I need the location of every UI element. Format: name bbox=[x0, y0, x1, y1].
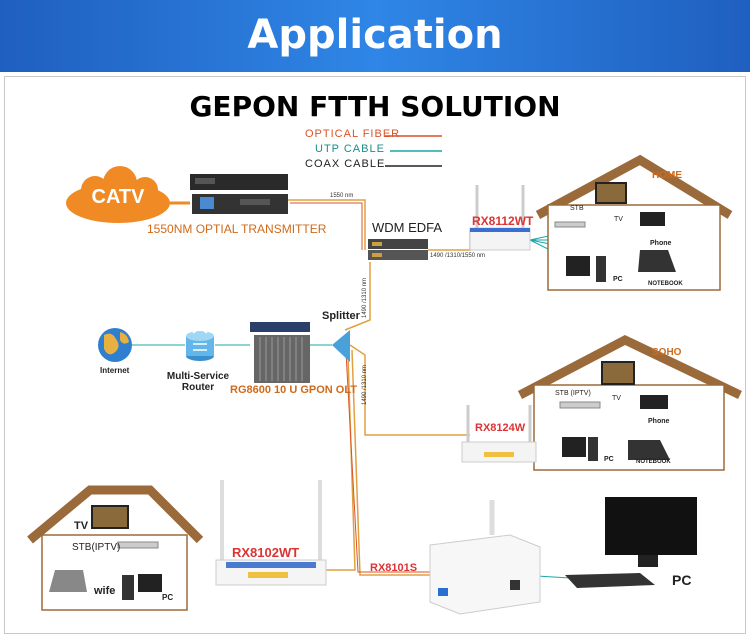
wdm-edfa-device bbox=[368, 239, 428, 260]
home-tv: TV bbox=[614, 216, 623, 223]
olt-label: RG8600 10 U GPON OLT bbox=[230, 384, 357, 396]
internet-globe bbox=[98, 328, 132, 362]
onu-rx8124w bbox=[461, 405, 537, 463]
onu-rx8102wt-label: RX8102WT bbox=[232, 545, 300, 560]
multi-service-router bbox=[186, 327, 214, 361]
soho-pc: PC bbox=[604, 456, 614, 463]
splitter bbox=[310, 330, 350, 362]
left-tv: TV bbox=[74, 520, 89, 532]
pc-label: PC bbox=[672, 572, 692, 588]
splitter-label: Splitter bbox=[322, 310, 360, 322]
router-label: Multi-Service Router bbox=[166, 371, 230, 393]
legend-coax-cable: COAX CABLE bbox=[305, 158, 386, 170]
left-house bbox=[27, 485, 204, 611]
home-pc: PC bbox=[613, 276, 623, 283]
banner-title: Application bbox=[247, 12, 503, 58]
home-notebook: NOTEBOOK bbox=[648, 281, 683, 287]
desktop-pc bbox=[565, 497, 697, 588]
legend-utp-cable: UTP CABLE bbox=[315, 143, 385, 155]
onu-rx8102wt bbox=[215, 480, 327, 586]
onu-rx8101s-label: RX8101S bbox=[370, 562, 418, 574]
fiber-label-1490-1310-a: 1490 /1310 nm bbox=[362, 277, 368, 318]
fiber-label-1550: 1550 nm bbox=[330, 193, 354, 199]
soho-stb: STB (IPTV) bbox=[555, 390, 591, 397]
transmitter-label: 1550NM OPTIAL TRANSMITTER bbox=[147, 222, 327, 236]
fiber-label-1490-1310-b: 1490 /1310 nm bbox=[362, 364, 368, 405]
onu-rx8101s bbox=[429, 500, 541, 615]
diagram-title: GEPON FTTH SOLUTION bbox=[189, 90, 561, 123]
onu-rx8112wt bbox=[469, 185, 531, 251]
legend-optical-fiber: OPTICAL FIBER bbox=[305, 128, 401, 140]
left-wifi: wife bbox=[94, 585, 116, 597]
optical-transmitter bbox=[190, 174, 288, 214]
edfa-label: WDM EDFA bbox=[372, 220, 443, 235]
header-banner: Application bbox=[0, 0, 750, 72]
home-phone: Phone bbox=[650, 240, 672, 247]
left-pc: PC bbox=[162, 593, 174, 602]
home-stb: STB bbox=[570, 205, 584, 212]
soho-name: SOHO bbox=[652, 347, 682, 358]
onu-rx8112wt-label: RX8112WT bbox=[472, 214, 534, 228]
diagram-frame bbox=[4, 76, 746, 634]
fiber-label-1490-1310-1550: 1490 /1310/1550 nm bbox=[430, 253, 486, 259]
gpon-olt bbox=[250, 322, 310, 383]
left-stb: STB(IPTV) bbox=[72, 542, 121, 553]
soho-house bbox=[517, 334, 742, 471]
internet-label: Internet bbox=[100, 366, 130, 375]
home-name: HOME bbox=[652, 170, 682, 181]
home-house bbox=[535, 154, 733, 291]
soho-phone: Phone bbox=[648, 418, 670, 425]
soho-tv: TV bbox=[612, 395, 621, 402]
onu-rx8124w-label: RX8124W bbox=[475, 422, 526, 434]
soho-notebook: NOTEBOOK bbox=[636, 459, 671, 465]
catv-label: CATV bbox=[91, 186, 145, 208]
catv-cloud bbox=[66, 166, 190, 223]
